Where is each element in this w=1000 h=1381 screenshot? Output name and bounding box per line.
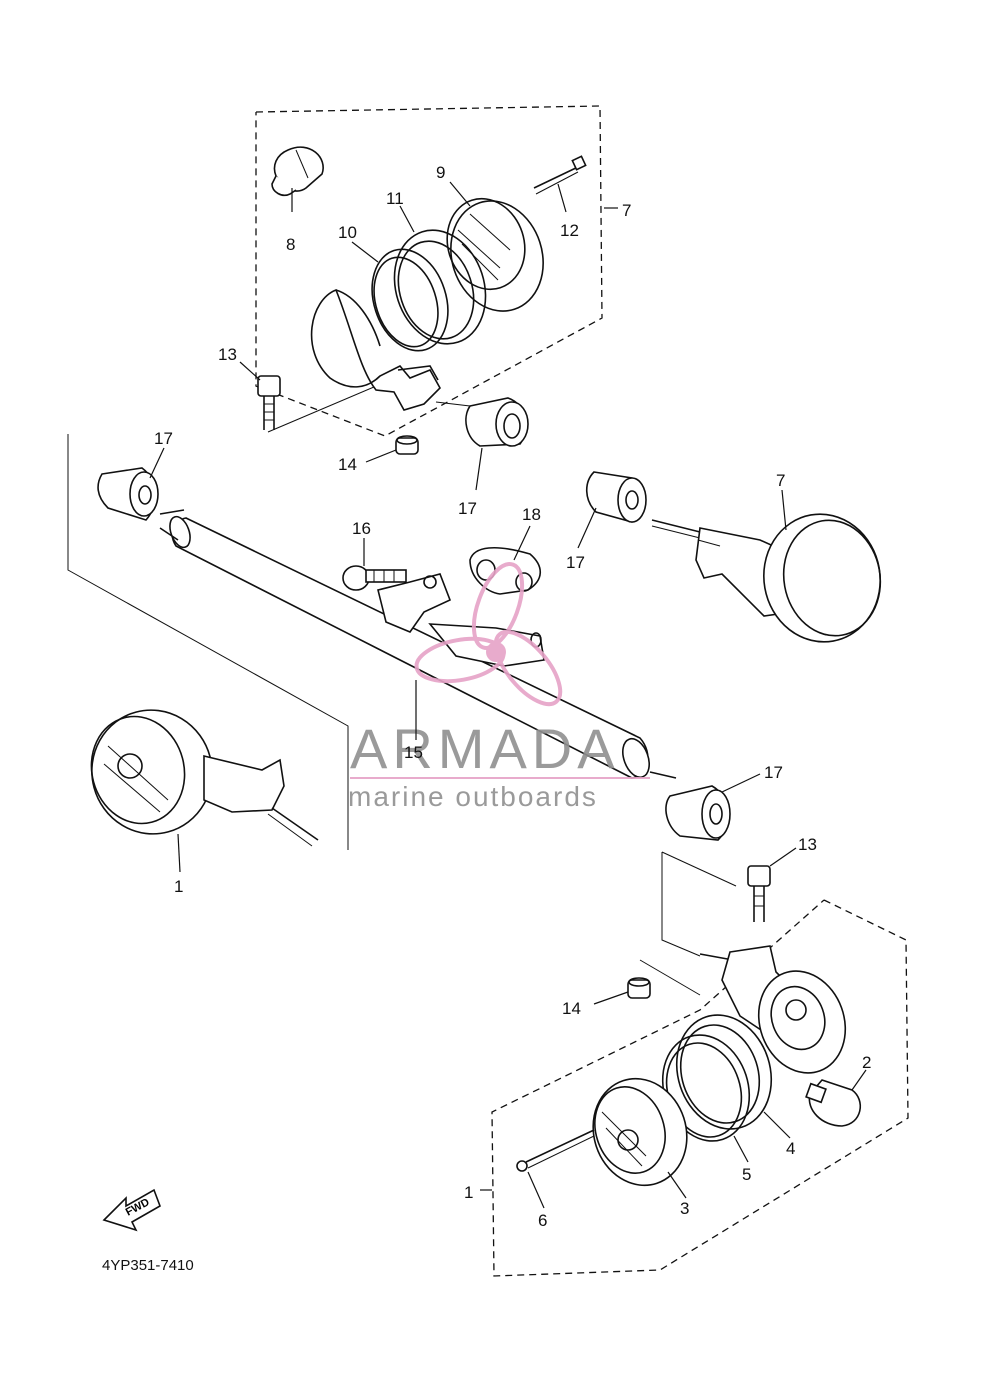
bulb-8 [271,146,324,197]
callout-labels: 8 9 10 11 12 7 13 14 17 17 17 7 16 18 15… [154,163,871,1230]
callout-17-upper-right: 17 [566,553,585,572]
callout-4: 4 [786,1139,795,1158]
callout-6: 6 [538,1211,547,1230]
ring-11 [393,229,487,345]
callout-12: 12 [560,221,579,240]
callout-18: 18 [522,505,541,524]
signal-body-bottom [699,945,847,1074]
callout-14-bottom: 14 [562,999,581,1018]
callout-14-top: 14 [338,455,357,474]
guide-lines [67,377,737,996]
signal-right-7 [651,513,882,643]
callout-1-left: 1 [174,877,183,896]
fwd-arrow-icon: FWD [102,1188,161,1232]
leader-lines [149,181,867,1209]
assembly-outline-bottom [491,899,909,1277]
callout-9: 9 [436,163,445,182]
callout-10: 10 [338,223,357,242]
lens-3 [592,1077,688,1187]
callout-5: 5 [742,1165,751,1184]
signal-body-top [310,288,441,411]
nut-14-bottom [627,977,651,999]
grommet-17-upper-right [585,471,647,523]
bolt-13-bottom [747,865,771,922]
callout-8: 8 [286,235,295,254]
callout-2: 2 [862,1053,871,1072]
callout-17-left: 17 [154,429,173,448]
screw-12 [533,155,587,195]
screw-6 [516,1129,595,1172]
lens-housing-9 [446,197,544,312]
callout-15: 15 [404,743,423,762]
watermark-subtitle: marine outboards [348,781,598,812]
ring-10 [371,248,449,352]
callout-3: 3 [680,1199,689,1218]
callout-7-top: 7 [622,201,631,220]
grommet-17-left [97,467,159,521]
clamp-18 [469,546,542,595]
bolt-13-top [257,375,281,430]
bulb-2 [805,1079,862,1127]
callout-7-right: 7 [776,471,785,490]
callout-1-bottom: 1 [464,1183,473,1202]
callout-17-right: 17 [764,763,783,782]
assembly-outline-top [255,105,603,437]
callout-11: 11 [386,189,404,208]
watermark-logo: ARMADA marine outboards [348,562,650,812]
callout-16: 16 [352,519,371,538]
grommet-17-right [665,785,731,841]
callout-17-top: 17 [458,499,477,518]
part-code: 4YP351-7410 [102,1257,194,1274]
bolt-16 [342,565,407,591]
grommet-17-top [465,397,529,447]
nut-14-top [395,435,419,455]
signal-left-1 [90,709,319,847]
callout-13-top: 13 [218,345,237,364]
callout-13-bottom: 13 [798,835,817,854]
watermark-title: ARMADA [350,717,620,780]
propeller-icon [414,562,563,707]
